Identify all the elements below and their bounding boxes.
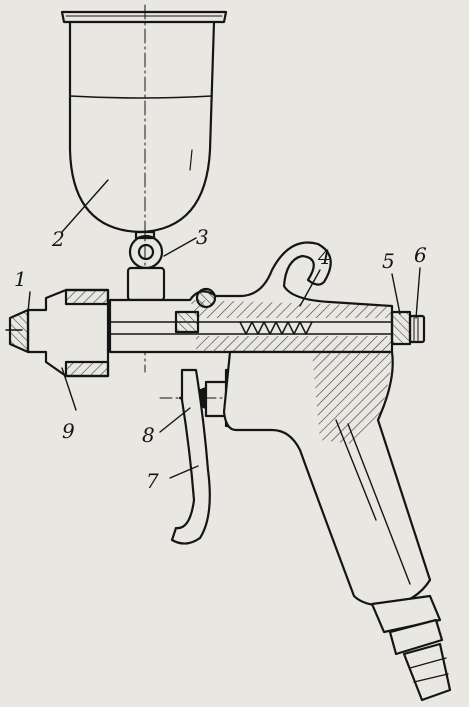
gun-body (59, 241, 394, 354)
needle-adjuster (390, 310, 426, 346)
label-3: 3 (196, 225, 209, 249)
gun-handle (222, 350, 452, 702)
label-6: 6 (414, 243, 427, 267)
label-1: 1 (14, 267, 27, 291)
label-8: 8 (142, 423, 155, 447)
label-4: 4 (317, 245, 331, 269)
cup-connector (126, 230, 166, 302)
label-2: 2 (51, 227, 65, 251)
label-5: 5 (382, 249, 395, 273)
label-9: 9 (62, 419, 75, 443)
leader-lines (27, 179, 421, 479)
trigger (170, 368, 211, 545)
label-7: 7 (146, 469, 159, 493)
nozzle-assembly (5, 288, 110, 378)
